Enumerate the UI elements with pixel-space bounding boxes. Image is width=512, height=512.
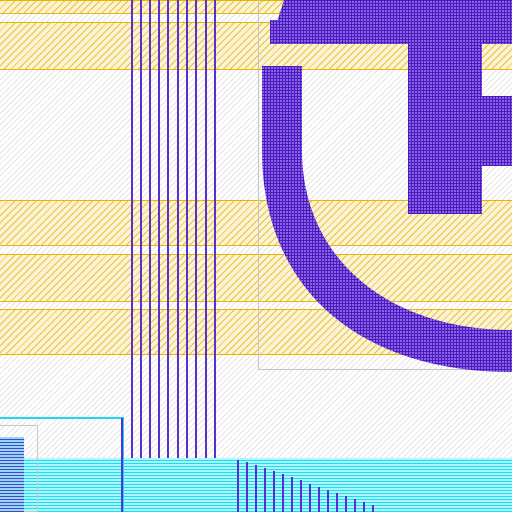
descending-ticks bbox=[237, 460, 374, 512]
glyph-stem bbox=[408, 44, 482, 214]
glyph-top-bar bbox=[270, 0, 512, 44]
striped-thumbnail bbox=[0, 437, 24, 512]
glyph-frame bbox=[258, 0, 512, 370]
yellow-band-4 bbox=[0, 254, 512, 302]
glyph-arm bbox=[482, 96, 512, 166]
vertical-line-group bbox=[131, 0, 216, 512]
glyph-top-strip bbox=[270, 20, 512, 44]
glyph-bowl bbox=[262, 66, 512, 372]
